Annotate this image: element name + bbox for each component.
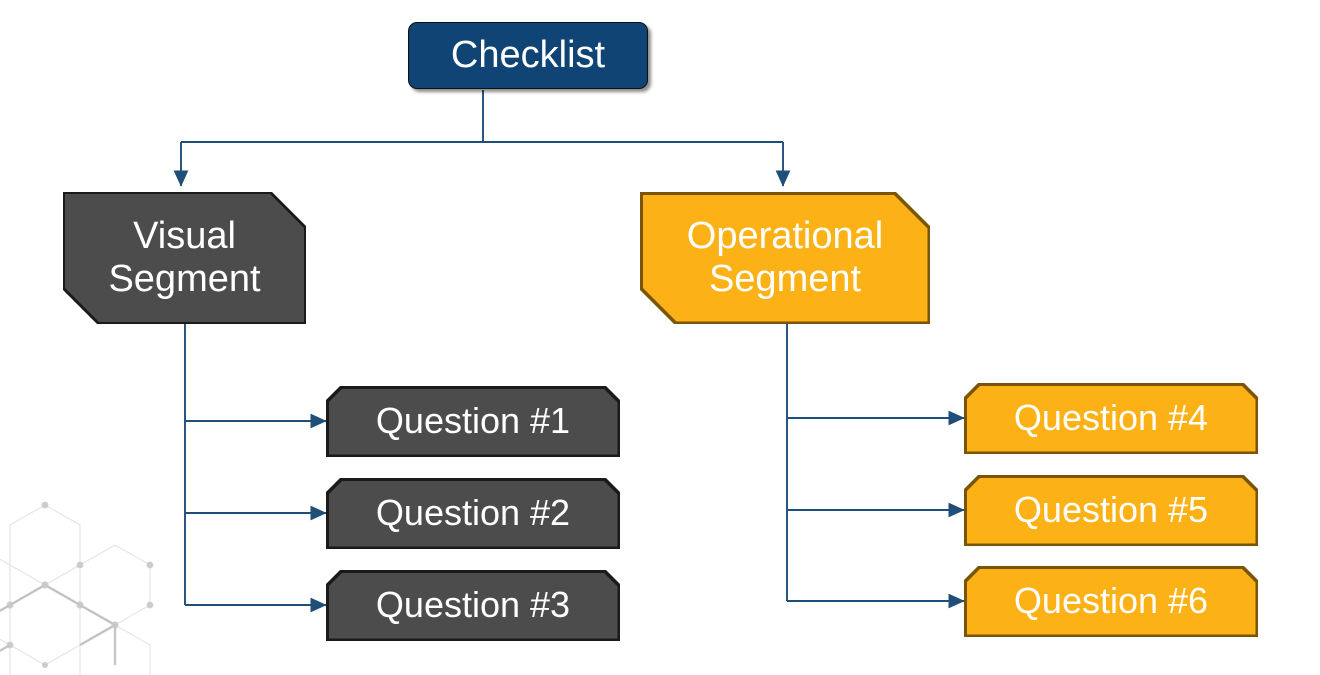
node-checklist-root[interactable]: Checklist	[408, 22, 648, 89]
node-question-5-label: Question #5	[1013, 489, 1209, 531]
hexagon-network-watermark	[0, 501, 154, 675]
node-question-2[interactable]: Question #2	[326, 478, 620, 549]
node-question-4-label: Question #4	[1013, 397, 1209, 439]
node-checklist-label: Checklist	[450, 34, 606, 77]
node-question-6[interactable]: Question #6	[964, 566, 1258, 637]
node-question-5[interactable]: Question #5	[964, 475, 1258, 546]
node-question-3[interactable]: Question #3	[326, 570, 620, 641]
node-question-3-label: Question #3	[375, 584, 571, 626]
node-visual-segment-label: Visual Segment	[108, 215, 261, 300]
node-question-6-label: Question #6	[1013, 580, 1209, 622]
node-question-1-label: Question #1	[375, 400, 571, 442]
node-question-2-label: Question #2	[375, 492, 571, 534]
node-operational-segment-label: Operational Segment	[686, 215, 884, 300]
node-operational-segment[interactable]: Operational Segment	[640, 192, 930, 324]
node-question-1[interactable]: Question #1	[326, 386, 620, 457]
node-visual-segment[interactable]: Visual Segment	[63, 192, 306, 324]
node-question-4[interactable]: Question #4	[964, 383, 1258, 454]
